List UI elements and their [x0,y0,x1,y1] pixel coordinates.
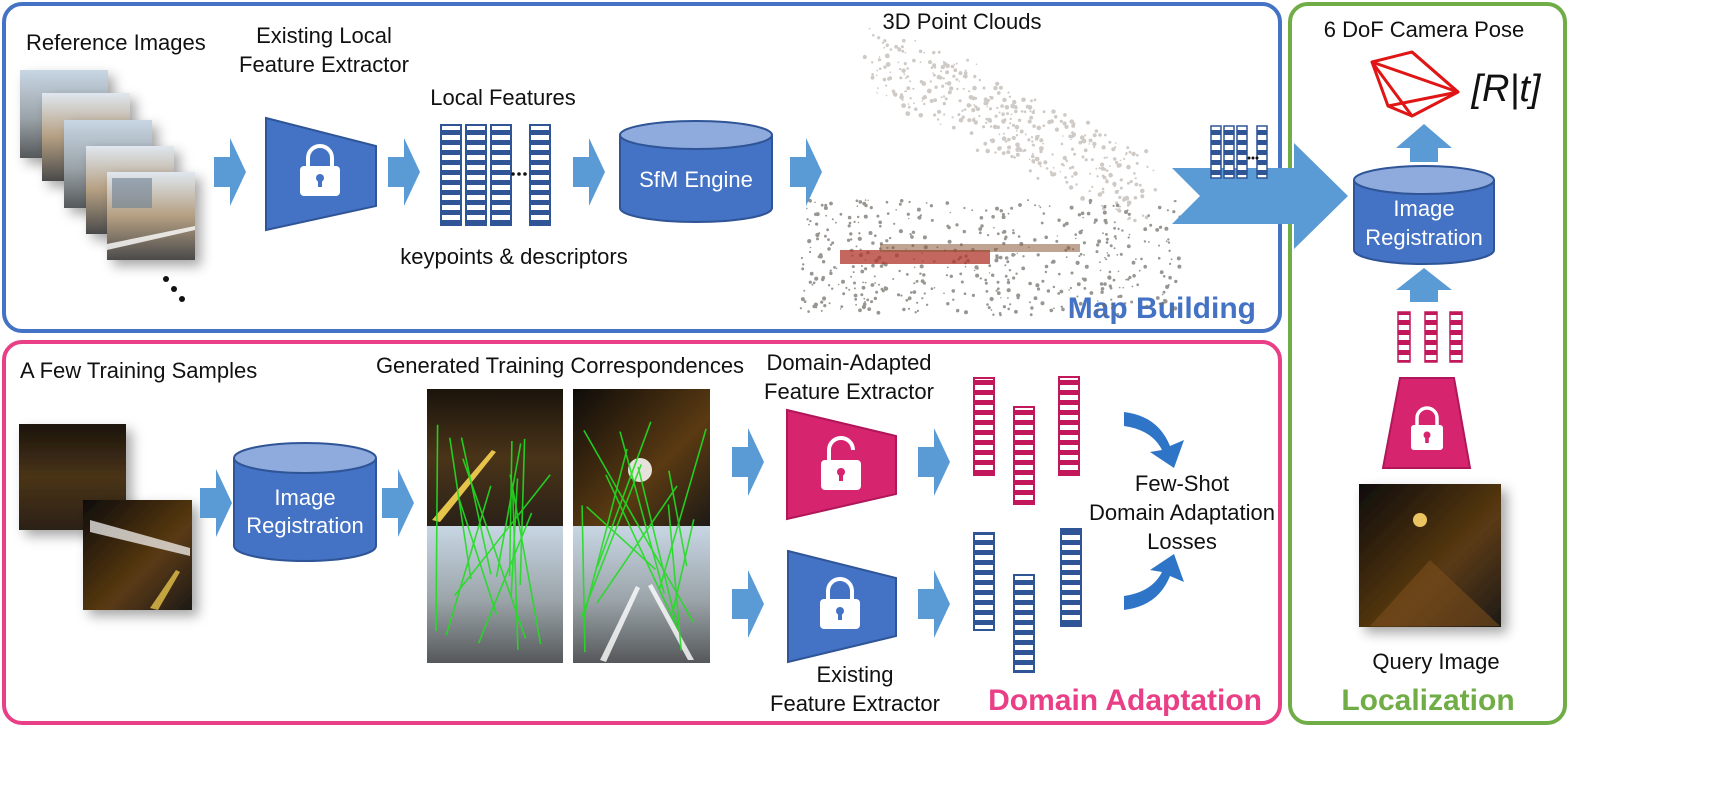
sfm-engine-label: SfM Engine [639,167,753,192]
query-feature-extractor [1381,377,1472,469]
domain-adaptation-frame [2,340,1282,725]
losses-label-line1: Few-Shot [1135,471,1229,496]
local-feature-vectors [440,124,551,226]
padlock-icon [1411,406,1443,450]
existing-extractor-label-line1: Existing Local [256,23,392,48]
existing-extractor-bottom-line2: Feature Extractor [770,691,940,716]
flow-arrow [388,138,420,206]
flow-arrow [573,138,605,206]
local-features-label: Local Features [430,85,576,110]
point-clouds-label: 3D Point Clouds [883,9,1042,34]
map-building-frame [2,2,1282,333]
ellipsis-icon [511,172,527,176]
reference-image-stack [20,70,195,260]
domain-extractor-label-line2: Feature Extractor [764,379,934,404]
day-image [573,526,710,663]
flow-arrow [790,138,822,206]
localization-registration-cylinder: Image Registration [1353,165,1495,265]
query-image-label: Query Image [1372,649,1499,674]
padlock-icon [820,577,860,629]
existing-feature-extractor-frozen [787,549,897,664]
flow-arrow [918,570,950,638]
unlocked-padlock-icon [821,436,861,490]
existing-feature-vectors [973,528,1082,673]
night-image [573,389,710,526]
flow-arrow [732,428,764,496]
query-feature-vectors [1397,311,1463,363]
day-image [427,526,563,663]
flow-arrow [200,469,232,537]
training-sample-images [19,424,192,610]
flow-arrow-up [1396,268,1452,302]
existing-feature-extractor [265,116,377,232]
curved-arrow-down [1124,412,1184,468]
domain-adaptation-title: Domain Adaptation [988,684,1262,717]
adapted-feature-vectors [973,376,1080,505]
sfm-engine-cylinder: SfM Engine [619,120,773,223]
image-registration-label-line2: Registration [246,513,363,538]
existing-extractor-label-line2: Feature Extractor [239,52,409,77]
curved-arrow-up [1124,554,1184,610]
map-feature-vectors [1210,125,1268,179]
flow-arrow [918,428,950,496]
camera-pose-label: 6 DoF Camera Pose [1324,17,1525,42]
localization-registration-line1: Image [1393,196,1454,221]
losses-label-line2: Domain Adaptation [1089,500,1275,525]
domain-adapted-feature-extractor [786,408,897,521]
image-registration-label-line1: Image [274,485,335,510]
localization-frame [1288,2,1567,725]
training-samples-label: A Few Training Samples [20,358,257,383]
flow-arrow [382,469,414,537]
image-registration-cylinder: Image Registration [233,442,377,562]
point-cloud-render [799,27,1182,317]
padlock-icon [300,144,340,196]
losses-label-line3: Losses [1147,529,1217,554]
localization-title: Localization [1341,684,1514,717]
reference-images-label: Reference Images [26,30,206,55]
flow-arrow [214,138,246,206]
more-images-dots [163,276,185,302]
map-building-title: Map Building [1068,292,1256,325]
domain-extractor-label-line1: Domain-Adapted [766,350,931,375]
flow-arrow-up [1396,124,1452,162]
camera-frustum-icon [1370,50,1460,118]
flow-arrow [732,570,764,638]
localization-registration-line2: Registration [1365,225,1482,250]
ellipsis-icon [1247,156,1259,160]
pose-formula: [R|t] [1471,68,1542,110]
query-image [1359,484,1501,627]
existing-extractor-bottom-line1: Existing [816,662,893,687]
training-image [83,500,192,610]
keypoints-descriptors-label: keypoints & descriptors [400,244,627,269]
correspondence-images [427,389,710,663]
correspondences-label: Generated Training Correspondences [376,353,744,378]
